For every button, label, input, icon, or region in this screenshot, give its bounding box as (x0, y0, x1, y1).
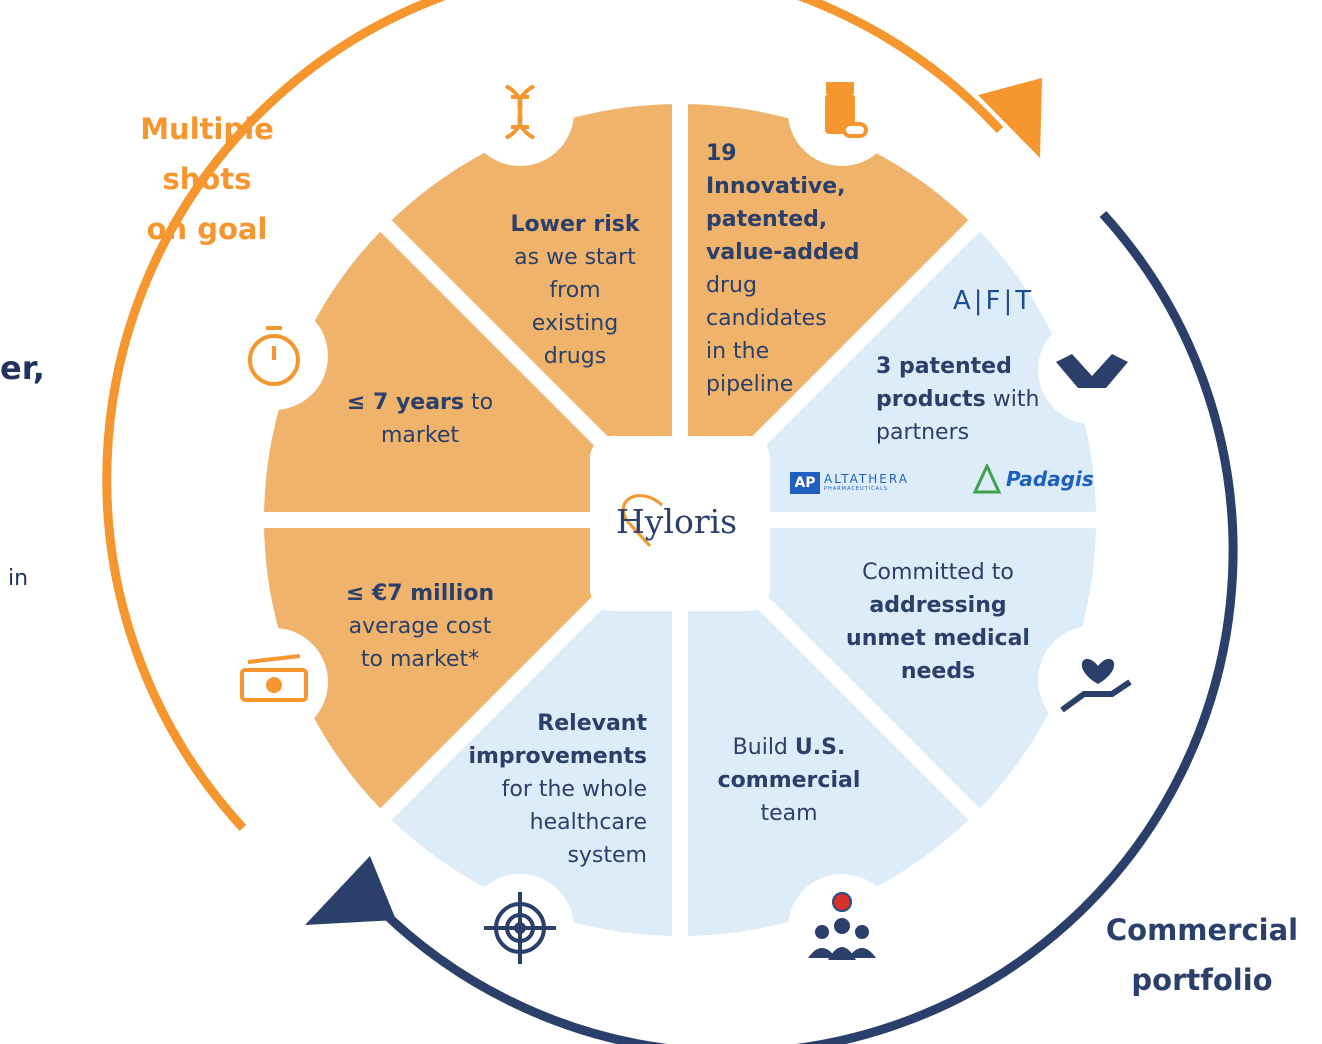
money-icon (220, 628, 328, 736)
orange-arrowhead (978, 78, 1042, 158)
center-logo-box (590, 436, 770, 611)
multiple-shots-label: Multiple shots on goal (112, 104, 302, 254)
padagis-mark-icon (972, 462, 1002, 494)
commercial-portfolio-line1: Commercial (1105, 913, 1299, 947)
stopwatch-icon (220, 302, 328, 410)
navy-cycle-arc (356, 210, 1238, 1044)
segment-us-team: Build U.S. commercial team (717, 735, 861, 826)
segment-improvements: Relevant improvements for the whole heal… (468, 711, 647, 868)
commercial-portfolio-line2: portfolio (1131, 963, 1273, 997)
padagis-logo: Padagis (972, 462, 1094, 494)
dna-icon (466, 58, 574, 166)
lower-risk-bold: Lower risk (510, 212, 640, 237)
pill-bottle-icon (788, 58, 896, 166)
team-flag-icon (788, 874, 896, 982)
aft-logo: A|F|T (953, 286, 1035, 316)
edge-fragment-bottom: in (8, 566, 29, 591)
commercial-portfolio-label: Commercial portfolio (1092, 905, 1312, 1005)
segment-years: ≤ 7 years to market (346, 390, 494, 448)
navy-arrowhead (305, 856, 396, 925)
hyloris-logo: Hyloris (616, 502, 738, 541)
segment-unmet: Committed to addressing unmet medical ne… (846, 560, 1030, 684)
segment-cost: ≤ €7 million average cost to market* (345, 581, 495, 672)
icons-group (220, 58, 1146, 982)
segment-lower-risk: Lower risk as we start from existing dru… (510, 212, 640, 369)
altathera-logo: AP ALTATHERA PHARMACEUTICALS (790, 472, 909, 494)
heart-hand-icon (1038, 626, 1146, 734)
orange-cycle-arc (102, 0, 1004, 832)
segment-partners: 3 patented products with partners (876, 354, 1040, 445)
heart-logo-mark (621, 494, 664, 548)
handshake-icon (1038, 316, 1146, 424)
edge-fragment-top: er, (0, 349, 45, 387)
multiple-shots-line2: on goal (146, 212, 268, 246)
segment-pipeline: 19 Innovative, patented, value-added dru… (706, 141, 860, 397)
multiple-shots-line1: Multiple shots (140, 112, 274, 196)
altathera-mark-icon: AP (790, 472, 820, 494)
target-icon (466, 874, 574, 982)
